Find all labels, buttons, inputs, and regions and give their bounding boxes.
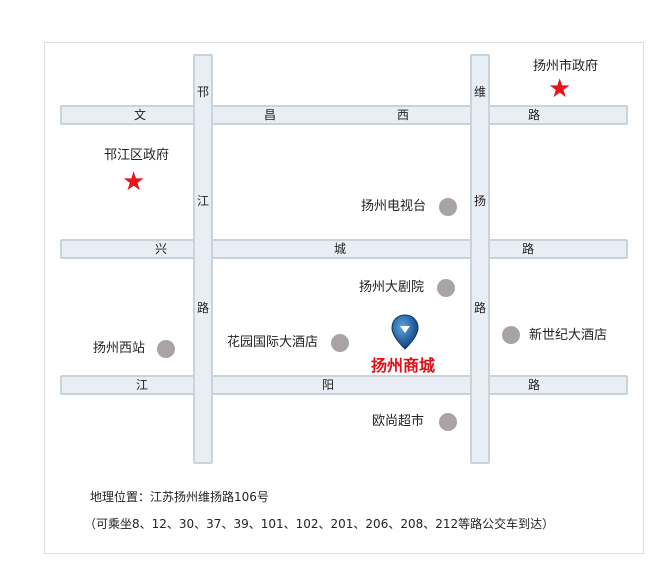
road-label: 城 — [334, 242, 347, 256]
circle-icon — [439, 198, 457, 216]
star-icon: ★ — [122, 167, 146, 197]
address-text: 地理位置：江苏扬州维扬路106号 — [90, 490, 269, 504]
road-label: 路 — [522, 242, 535, 256]
circle-icon — [439, 413, 457, 431]
road-label: 阳 — [322, 378, 335, 392]
road-weiyang — [470, 54, 490, 464]
destination-label: 扬州商城 — [371, 356, 436, 375]
road-hanjiang — [193, 54, 213, 464]
road-label: 路 — [528, 108, 541, 122]
road-label: 扬 — [474, 194, 487, 208]
road-label: 兴 — [155, 242, 168, 256]
poi-label-century-hotel: 新世纪大酒店 — [529, 328, 608, 343]
road-label: 路 — [474, 301, 487, 315]
circle-icon — [331, 334, 349, 352]
road-label: 邗 — [197, 85, 210, 99]
bus-info-text: （可乘坐8、12、30、37、39、101、102、201、206、208、21… — [84, 517, 555, 531]
poi-label-tv-station: 扬州电视台 — [361, 199, 427, 214]
poi-label-garden-hotel: 花园国际大酒店 — [227, 335, 319, 350]
poi-label-theatre: 扬州大剧院 — [359, 280, 425, 295]
road-label: 文 — [134, 108, 147, 122]
location-pin-icon — [391, 314, 419, 350]
city-gov-label: 扬州市政府 — [533, 59, 599, 74]
star-icon: ★ — [548, 74, 572, 104]
road-label: 西 — [397, 108, 410, 122]
road-label: 路 — [528, 378, 541, 392]
map-frame — [44, 42, 644, 554]
circle-icon — [437, 279, 455, 297]
poi-label-west-station: 扬州西站 — [93, 341, 146, 356]
road-label: 江 — [197, 194, 210, 208]
road-label: 维 — [474, 85, 487, 99]
road-label: 路 — [197, 301, 210, 315]
poi-label-supermarket: 欧尚超市 — [372, 414, 425, 429]
district-gov-label: 邗江区政府 — [104, 148, 170, 163]
circle-icon — [502, 326, 520, 344]
circle-icon — [157, 340, 175, 358]
road-label: 江 — [136, 378, 149, 392]
road-label: 昌 — [264, 108, 277, 122]
